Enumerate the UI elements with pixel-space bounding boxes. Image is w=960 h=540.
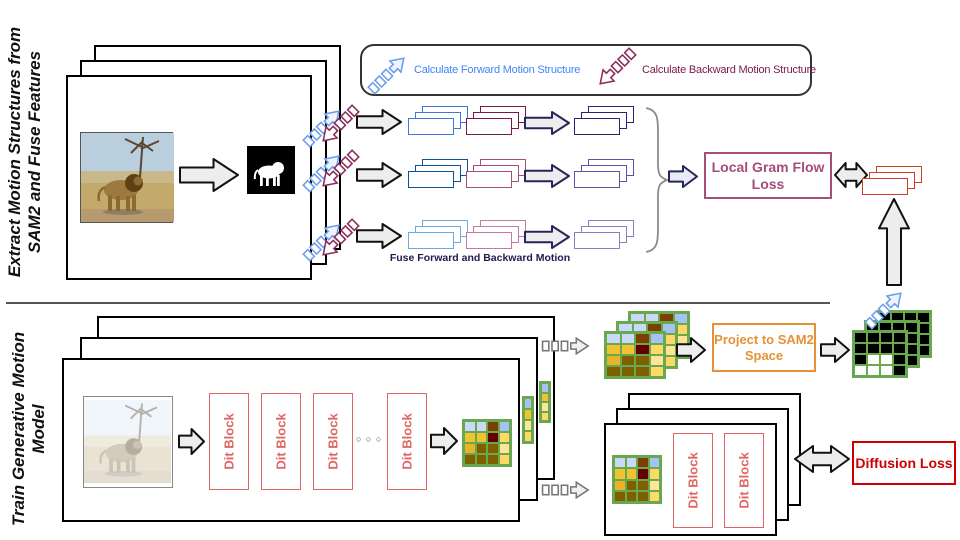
sam2-mask-grid-front [852, 330, 908, 378]
flow-arrow-icon [356, 109, 402, 140]
legend-backward-label: Calculate Backward Motion Structure [642, 64, 816, 76]
diffusion-loss-box: Diffusion Loss [852, 441, 956, 485]
dit-block: Dit Block [261, 393, 301, 490]
forward-motion-arrow-icon [861, 279, 915, 333]
dit-block: Dit Block [209, 393, 249, 490]
motion-structure-stack [862, 166, 924, 197]
backward-motion-arrow-icon [586, 44, 640, 98]
flow-arrow-icon [178, 428, 205, 460]
local-gram-flow-loss-box: Local Gram Flow Loss [704, 152, 832, 199]
legend-forward-label: Calculate Forward Motion Structure [414, 64, 581, 76]
forward-feature-stack [408, 220, 470, 251]
dashed-flow-arrow-icon [541, 337, 599, 355]
dit-block: Dit Block [724, 433, 764, 528]
backward-motion-arrow-icon [309, 146, 363, 200]
fused-feature-stack [574, 106, 636, 137]
flow-arrow-icon [356, 223, 402, 254]
flow-arrow-icon [356, 162, 402, 193]
dit-block: Dit Block [313, 393, 353, 490]
forward-motion-arrow-icon [364, 44, 418, 98]
backward-motion-arrow-icon [309, 215, 363, 269]
dit-block-label: Dit Block [736, 452, 752, 509]
backward-motion-arrow-icon [309, 101, 363, 155]
project-to-sam2-space-box: Project to SAM2 Space [712, 323, 816, 372]
section-bottom-label: Train Generative Motion Model [9, 331, 49, 527]
dit-block-label: Dit Block [325, 413, 341, 470]
latent-grid-peek [539, 381, 551, 423]
flow-arrow-icon [676, 337, 706, 368]
legend-box [360, 44, 812, 96]
flow-arrow-icon [820, 337, 850, 368]
forward-feature-stack [408, 159, 470, 190]
lion-video-frame-image-faded [83, 396, 173, 488]
motion-latent-grid-front [604, 331, 666, 379]
backward-feature-stack [466, 106, 528, 137]
flow-arrow-icon [524, 164, 570, 193]
section-top-label: Extract Motion Structures from SAM2 and … [5, 26, 45, 278]
dashed-flow-arrow-icon [541, 481, 599, 499]
fused-feature-stack [574, 159, 636, 190]
motion-latent-grid [612, 455, 662, 504]
fuse-caption: Fuse Forward and Backward Motion [389, 252, 571, 264]
latent-grid-peek [522, 396, 534, 444]
dit-block-label: Dit Block [273, 413, 289, 470]
lion-video-frame-image [80, 132, 174, 223]
flow-arrow-icon [668, 165, 698, 193]
fused-feature-stack [574, 220, 636, 251]
sam2-mask-image [247, 146, 295, 194]
flow-arrow-icon [524, 111, 570, 140]
ellipsis-dots: ○ ○ ○ [356, 434, 383, 444]
dit-block: Dit Block [387, 393, 427, 490]
bidirectional-arrow-icon [834, 162, 868, 193]
forward-feature-stack [408, 106, 470, 137]
bidirectional-arrow-icon [794, 445, 850, 478]
dit-block-label: Dit Block [685, 452, 701, 509]
backward-feature-stack [466, 220, 528, 251]
flow-arrow-icon [430, 427, 458, 460]
dit-block-label: Dit Block [399, 413, 415, 470]
dit-block-label: Dit Block [221, 413, 237, 470]
up-arrow-icon [878, 198, 910, 291]
flow-arrow-icon [524, 225, 570, 254]
flow-arrow-icon [179, 158, 239, 197]
backward-feature-stack [466, 159, 528, 190]
section-divider [6, 302, 830, 304]
dit-block: Dit Block [673, 433, 713, 528]
brace-icon [643, 106, 670, 259]
motion-latent-grid [462, 419, 512, 467]
